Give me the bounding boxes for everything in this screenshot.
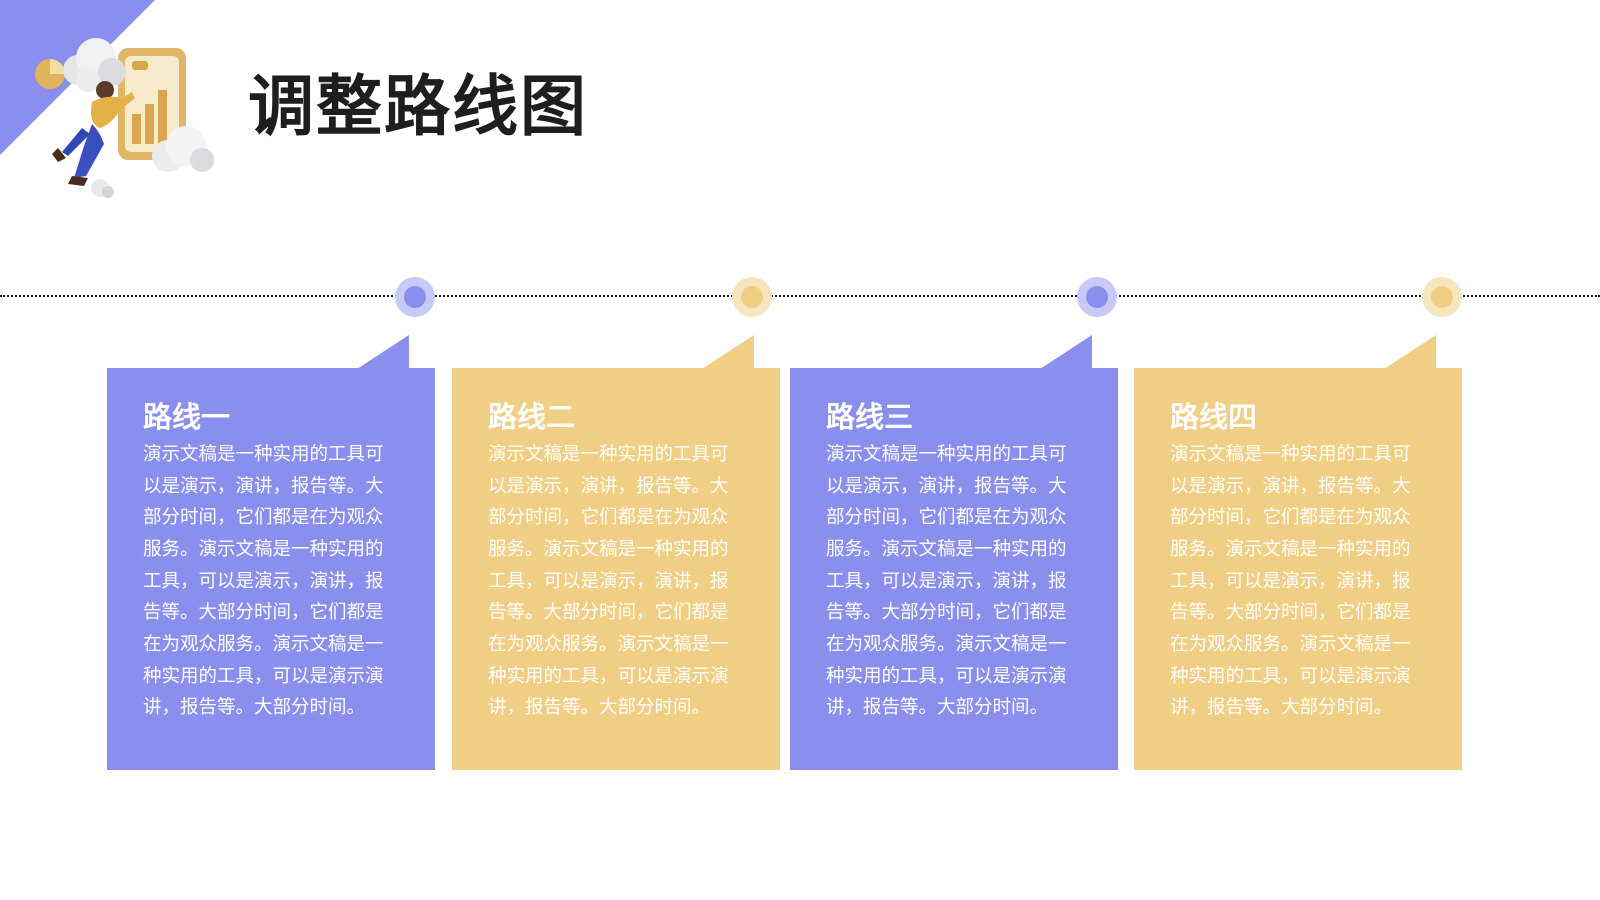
card-title: 路线二 [488, 400, 576, 434]
card-pointer-tab [357, 335, 409, 369]
card-body: 演示文稿是一种实用的工具可以是演示，演讲，报告等。大部分时间，它们都是在为观众服… [1170, 443, 1411, 719]
card-title: 路线四 [1170, 400, 1258, 434]
person-with-phone-chart-clouds-illustration [35, 38, 214, 198]
card-title: 路线三 [826, 400, 914, 434]
card-title: 路线一 [143, 400, 231, 434]
timeline-dot-2 [732, 277, 772, 317]
card-body: 演示文稿是一种实用的工具可以是演示，演讲，报告等。大部分时间，它们都是在为观众服… [826, 443, 1067, 719]
timeline-dot-1 [395, 277, 435, 317]
route-card-4: 路线四 演示文稿是一种实用的工具可以是演示，演讲，报告等。大部分时间，它们都是在… [1134, 335, 1462, 770]
timeline-dot-4 [1422, 277, 1462, 317]
page-title: 调整路线图 [248, 67, 588, 145]
card-body: 演示文稿是一种实用的工具可以是演示，演讲，报告等。大部分时间，它们都是在为观众服… [143, 443, 384, 719]
route-card-3: 路线三 演示文稿是一种实用的工具可以是演示，演讲，报告等。大部分时间，它们都是在… [790, 335, 1118, 770]
card-body: 演示文稿是一种实用的工具可以是演示，演讲，报告等。大部分时间，它们都是在为观众服… [488, 443, 729, 719]
card-pointer-tab [1040, 335, 1092, 369]
route-card-1: 路线一 演示文稿是一种实用的工具可以是演示，演讲，报告等。大部分时间，它们都是在… [107, 335, 435, 770]
route-card-2: 路线二 演示文稿是一种实用的工具可以是演示，演讲，报告等。大部分时间，它们都是在… [452, 335, 780, 770]
card-pointer-tab [702, 335, 754, 369]
card-pointer-tab [1384, 335, 1436, 369]
timeline-dotted-line [0, 295, 1600, 297]
timeline-dot-3 [1077, 277, 1117, 317]
